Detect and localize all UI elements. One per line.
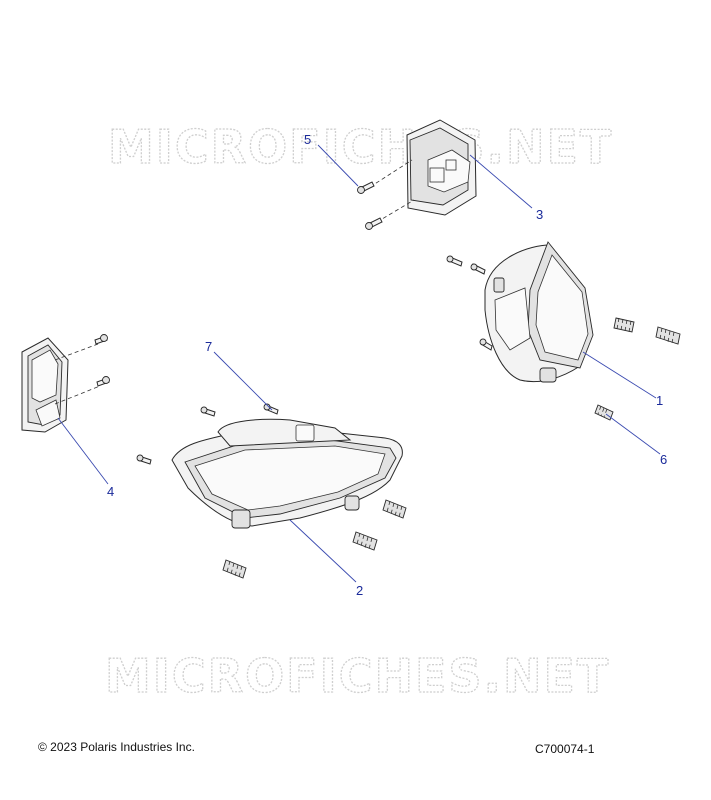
spring-right-2 bbox=[655, 326, 681, 345]
callout-1: 1 bbox=[656, 393, 663, 408]
screw-right-2 bbox=[470, 263, 486, 275]
screw-mid-2 bbox=[136, 454, 152, 465]
leader-2 bbox=[289, 519, 357, 583]
leader-5 bbox=[317, 144, 359, 187]
callout-6: 6 bbox=[660, 452, 667, 467]
screw-right-3 bbox=[479, 338, 493, 351]
leader-7 bbox=[213, 351, 273, 411]
bracket-upper bbox=[406, 119, 477, 216]
callout-2: 2 bbox=[356, 583, 363, 598]
figure-id: C700074-1 bbox=[535, 742, 595, 756]
spring-right-1 bbox=[613, 317, 635, 333]
callout-3: 3 bbox=[536, 207, 543, 222]
screw-upper-1 bbox=[357, 181, 375, 194]
spring-left-2 bbox=[352, 531, 378, 551]
screw-left-2 bbox=[96, 376, 110, 387]
headlight-assembly-left bbox=[171, 418, 403, 529]
leader-4 bbox=[57, 417, 109, 485]
watermark-bottom: MICROFICHES.NET bbox=[105, 649, 610, 703]
spring-left-1 bbox=[382, 499, 407, 519]
callout-5: 5 bbox=[304, 132, 311, 147]
screw-upper-2 bbox=[365, 217, 383, 230]
callout-7: 7 bbox=[205, 339, 212, 354]
watermark-top: MICROFICHES.NET bbox=[108, 120, 613, 174]
spring-left-3 bbox=[222, 559, 247, 579]
bracket-left bbox=[21, 337, 69, 433]
spring-adjuster bbox=[594, 404, 614, 421]
leader-1 bbox=[582, 351, 657, 399]
leader-3 bbox=[469, 154, 533, 209]
screw-mid-1 bbox=[200, 406, 216, 417]
screw-left-1 bbox=[94, 334, 108, 345]
copyright-text: © 2023 Polaris Industries Inc. bbox=[38, 740, 195, 754]
screw-right-1 bbox=[446, 255, 463, 267]
headlight-assembly-right bbox=[484, 241, 594, 383]
callout-4: 4 bbox=[107, 484, 114, 499]
leader-6 bbox=[605, 413, 661, 455]
